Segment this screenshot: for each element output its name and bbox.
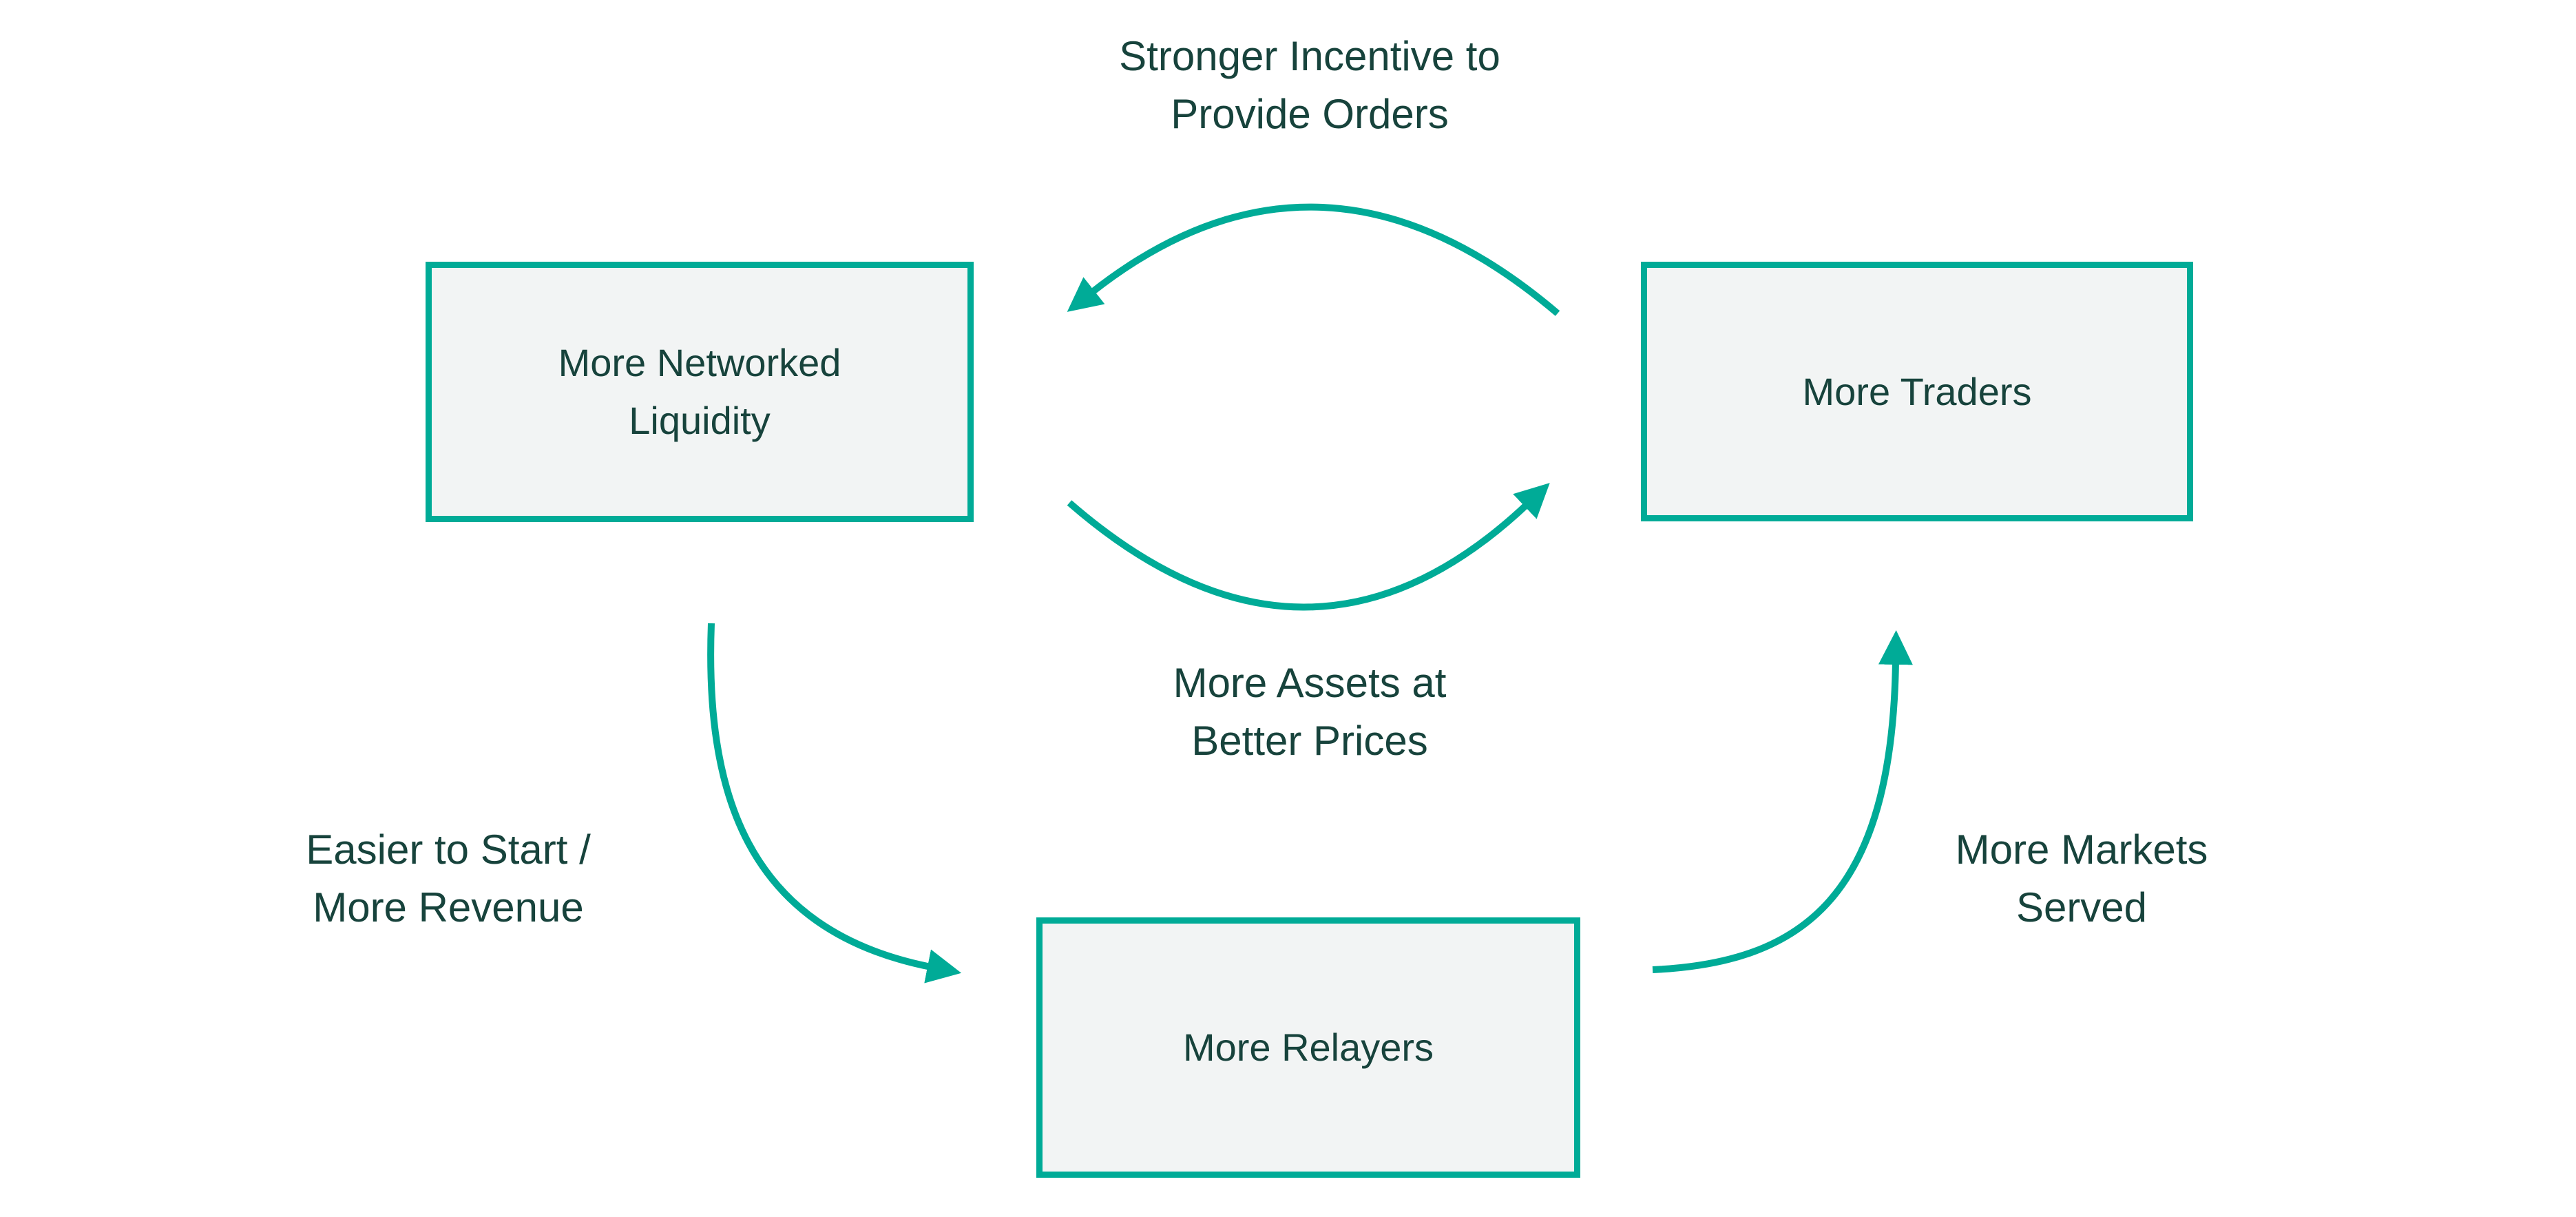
- arrow-liquidity-to-traders-icon: [1067, 483, 1550, 611]
- node-more-traders: More Traders: [1641, 262, 2193, 521]
- edge-label-line: More Assets at: [1173, 660, 1447, 706]
- node-label: More Networked Liquidity: [558, 334, 841, 450]
- edge-label-line: Served: [2015, 884, 2148, 930]
- edge-label-line: Provide Orders: [1171, 91, 1449, 137]
- node-label: More Relayers: [1183, 1019, 1434, 1076]
- edge-label-more-markets: More Markets Served: [1956, 821, 2208, 937]
- edge-label-line: Better Prices: [1191, 718, 1428, 764]
- edge-label-line: More Revenue: [313, 884, 584, 930]
- edge-label-more-assets: More Assets at Better Prices: [1173, 654, 1447, 770]
- edge-label-stronger-incentive: Stronger Incentive to Provide Orders: [1119, 28, 1500, 143]
- arrow-traders-to-liquidity-icon: [1067, 203, 1560, 316]
- edge-label-line: More Markets: [1955, 826, 2208, 873]
- node-label-line: More Relayers: [1182, 1026, 1434, 1069]
- node-label-line: Liquidity: [629, 399, 771, 442]
- edge-label-line: Stronger Incentive to: [1119, 33, 1500, 79]
- node-label-line: More Networked: [558, 341, 841, 384]
- node-more-networked-liquidity: More Networked Liquidity: [426, 262, 974, 522]
- edge-label-easier-to-start: Easier to Start / More Revenue: [306, 821, 591, 937]
- node-more-relayers: More Relayers: [1036, 917, 1580, 1178]
- edge-label-line: Easier to Start /: [306, 826, 591, 873]
- node-label: More Traders: [1803, 363, 2032, 421]
- node-label-line: More Traders: [1802, 369, 2032, 413]
- arrow-relayers-to-traders-icon: [1652, 630, 1913, 973]
- arrow-liquidity-to-relayers-icon: [707, 623, 962, 984]
